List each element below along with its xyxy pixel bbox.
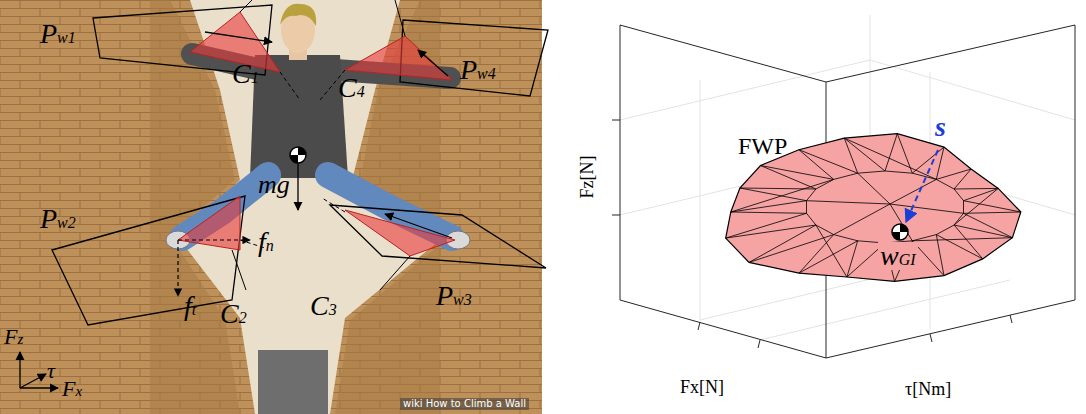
mesh-edge: [834, 173, 858, 179]
polytope-label: FWP: [738, 134, 787, 158]
cone-label: C2: [220, 300, 247, 328]
cone-label: C3: [310, 292, 337, 320]
force-label: fn: [258, 228, 274, 256]
plane-label: Pw3: [436, 282, 472, 310]
force-label: ft: [184, 292, 196, 320]
mesh-edge: [816, 225, 847, 277]
axis-title: Fx[N]: [680, 378, 724, 396]
mesh-edge: [761, 166, 834, 180]
mesh-edge: [890, 204, 964, 213]
mesh-edge: [963, 201, 964, 214]
mesh-edge: [890, 179, 936, 204]
axis-label: τ: [47, 360, 55, 382]
mesh-edge: [936, 225, 954, 235]
mesh-edge: [890, 204, 912, 241]
plane-label: Pw4: [460, 56, 496, 84]
mesh-edge: [954, 225, 983, 259]
mesh-edge: [740, 188, 816, 189]
mesh-edge: [858, 171, 885, 173]
mesh-edge: [726, 213, 807, 238]
mesh-edge: [726, 225, 816, 238]
mesh-edge: [964, 213, 1013, 237]
mesh-edge: [885, 134, 897, 171]
mesh-edge: [936, 235, 982, 259]
force-label: mg: [258, 172, 290, 198]
watermark: wiki How to Climb a Wall: [400, 398, 529, 410]
mesh-edge: [964, 212, 1021, 213]
mesh-edge: [731, 212, 807, 213]
axis-label: Fx: [62, 378, 82, 400]
mesh-edge: [954, 169, 971, 189]
mesh-edge: [936, 179, 954, 189]
mesh-edge: [936, 235, 944, 276]
mesh-edge: [834, 235, 858, 241]
mesh-edge: [799, 150, 834, 180]
mesh-edge: [885, 171, 912, 173]
mesh-edge: [806, 201, 807, 214]
mesh-edge: [912, 147, 944, 173]
axis-label: Fz: [4, 326, 23, 348]
axis-title: τ[Nm]: [905, 380, 951, 398]
mesh-edge: [807, 201, 891, 204]
vector-label: s: [935, 113, 946, 141]
mesh-edge: [807, 189, 816, 201]
mesh-edge: [964, 188, 999, 200]
wrench-polytope: [726, 134, 1021, 282]
mesh-edge: [858, 173, 890, 204]
cone-label: C1: [232, 60, 259, 88]
mesh-edge: [912, 238, 1012, 241]
mesh-edge: [816, 179, 834, 189]
axis-title: Fz[N]: [578, 156, 596, 199]
plane-label: Pw1: [40, 20, 76, 48]
mesh-edge: [954, 188, 998, 190]
mesh-edge: [807, 213, 816, 225]
mesh-edge: [936, 169, 971, 179]
mesh-edge: [731, 201, 807, 212]
mesh-edge: [954, 189, 963, 201]
mesh-edge: [731, 179, 834, 212]
mesh-edge: [761, 166, 816, 190]
mesh-edge: [912, 235, 936, 241]
cone-label: C4: [338, 74, 365, 102]
mesh-edge: [844, 138, 885, 171]
mesh-edge: [954, 213, 963, 225]
mesh-edge: [897, 134, 912, 174]
point-label: wGI: [878, 242, 918, 270]
mesh-edge: [844, 138, 936, 179]
mesh-edge: [799, 150, 858, 174]
mesh-edge: [749, 225, 816, 262]
plane-label: Pw2: [40, 205, 76, 233]
mesh-edge: [954, 188, 998, 225]
mesh-edge: [816, 225, 834, 235]
mesh-edge: [834, 204, 890, 235]
